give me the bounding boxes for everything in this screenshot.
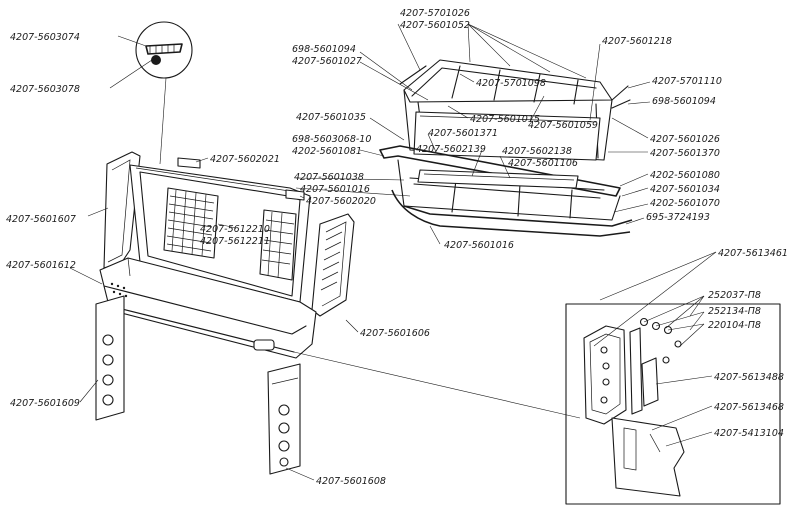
label-4207-5601052: 4207-5601052	[400, 20, 470, 31]
label-4207-5601016-b: 4207-5601016	[444, 240, 514, 251]
label-4207-5601608: 4207-5601608	[316, 476, 386, 487]
label-4207-5602020: 4207-5602020	[306, 196, 376, 207]
label-4207-5601026: 4207-5601026	[650, 134, 720, 145]
roof-frame-assembly	[379, 59, 633, 237]
label-4207-5601034: 4207-5601034	[650, 184, 720, 195]
label-4207-5601607: 4207-5601607	[6, 214, 76, 225]
label-4207-5613488: 4207-5613488	[714, 372, 784, 383]
label-4207-5601371: 4207-5601371	[428, 128, 498, 139]
detail-inset	[293, 303, 781, 505]
label-698-5603068-10: 698-5603068-10	[292, 134, 371, 145]
label-4207-5612211: 4207-5612211	[200, 236, 270, 247]
label-4207-5601218: 4207-5601218	[602, 36, 672, 47]
label-4207-5602139: 4207-5602139	[416, 144, 486, 155]
label-698-5601094-a: 698-5601094	[292, 44, 356, 55]
label-4202-5601070: 4202-5601070	[650, 198, 720, 209]
label-4207-5601609: 4207-5601609	[10, 398, 80, 409]
label-4207-5613461: 4207-5613461	[718, 248, 788, 259]
label-4202-5601081: 4202-5601081	[292, 146, 362, 157]
label-4207-5603078: 4207-5603078	[10, 84, 80, 95]
label-4207-5601612: 4207-5601612	[6, 260, 76, 271]
label-4207-5603074: 4207-5603074	[10, 32, 80, 43]
label-695-3724193: 695-3724193	[646, 212, 710, 223]
cab-front-assembly	[95, 21, 355, 475]
label-4207-5601015: 4207-5601015	[470, 114, 540, 125]
label-4207-5602138: 4207-5602138	[502, 146, 572, 157]
label-4207-5601106: 4207-5601106	[508, 158, 578, 169]
label-4207-5601035: 4207-5601035	[296, 112, 366, 123]
label-698-5601094-b: 698-5601094	[652, 96, 716, 107]
label-4207-5413104: 4207-5413104	[714, 428, 784, 439]
label-252134-p8: 252134-П8	[708, 306, 761, 317]
leader-lines	[69, 23, 717, 481]
label-4207-5613468: 4207-5613468	[714, 402, 784, 413]
label-4202-5601080: 4202-5601080	[650, 170, 720, 181]
label-4207-5601059: 4207-5601059	[528, 120, 598, 131]
label-4207-5601038: 4207-5601038	[294, 172, 364, 183]
label-4207-5601027: 4207-5601027	[292, 56, 362, 67]
label-4207-5601016-a: 4207-5601016	[300, 184, 370, 195]
label-4207-5701026: 4207-5701026	[400, 8, 470, 19]
label-4207-5701110: 4207-5701110	[652, 76, 722, 87]
label-252037-p8: 252037-П8	[708, 290, 761, 301]
label-4207-5601370: 4207-5601370	[650, 148, 720, 159]
label-4207-5612210: 4207-5612210	[200, 224, 270, 235]
part-labels: 4207-5603074 4207-5603078 4207-5601607 4…	[6, 8, 788, 487]
label-4207-5602021: 4207-5602021	[210, 154, 280, 165]
label-4207-5701098: 4207-5701098	[476, 78, 546, 89]
label-220104-p8: 220104-П8	[708, 320, 761, 331]
label-4207-5601606: 4207-5601606	[360, 328, 430, 339]
